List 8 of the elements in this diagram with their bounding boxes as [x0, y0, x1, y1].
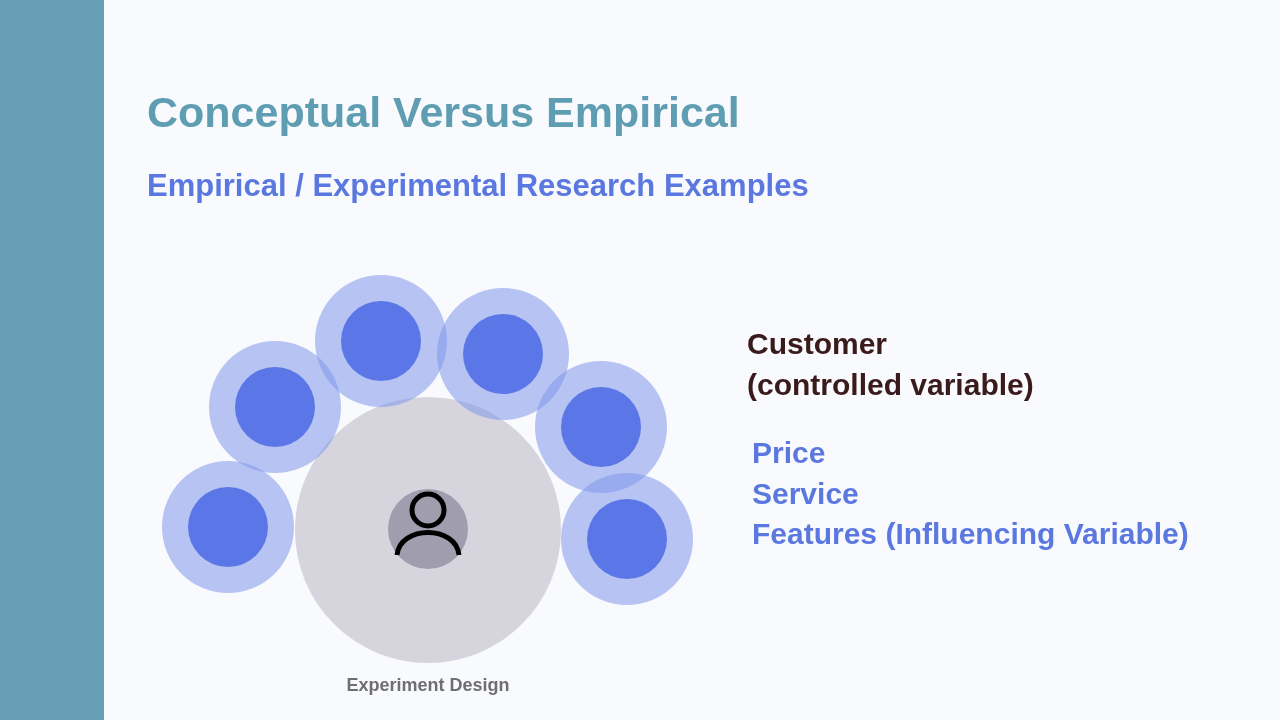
node-caption: Experiment Design	[346, 675, 510, 696]
list-item: Service	[752, 476, 859, 511]
list-item: Price	[752, 436, 826, 470]
title: Conceptual Versus Empirical	[147, 88, 740, 137]
variable-label: Customer (controlled variable)	[747, 326, 1035, 403]
side-bar	[0, 0, 104, 720]
subtitle: Empirical / Experimental Research Examples	[147, 168, 809, 204]
list-item: Features (Influencing Variable)	[752, 517, 1189, 551]
